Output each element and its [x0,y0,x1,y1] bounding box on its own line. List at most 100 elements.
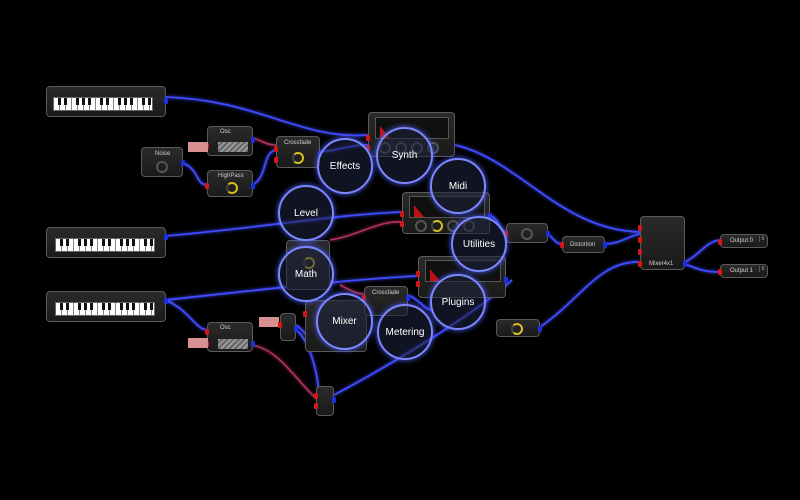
keyboard-node-3[interactable] [46,291,168,322]
input-port[interactable] [362,295,366,301]
effects-category-bubble[interactable]: Effects [317,138,373,194]
keyboard-icon[interactable] [53,97,153,111]
knob-icon[interactable] [226,182,238,194]
input-port[interactable] [278,322,282,328]
output-port[interactable] [683,261,687,267]
input-port[interactable] [638,249,642,255]
input-port[interactable] [314,403,318,409]
output-port[interactable] [164,298,168,304]
highpass-node[interactable]: HighPass [205,170,255,197]
wire-alt [329,221,403,241]
input-port[interactable] [400,221,404,227]
wire-alt [251,344,319,401]
knob-icon[interactable] [156,161,168,173]
keyboard-node-2[interactable] [46,227,168,258]
output-port[interactable] [332,397,336,403]
output-0-node[interactable]: Output 0 ⇕ [718,234,768,248]
volume-node[interactable] [496,319,542,337]
bubble-label: Level [294,207,318,219]
utilities-category-bubble[interactable]: Utilities [451,216,507,272]
output-port[interactable] [251,183,255,189]
input-port[interactable] [274,157,278,163]
input-port[interactable] [366,145,370,151]
wire [684,263,721,273]
input-port[interactable] [416,281,420,287]
math-category-bubble[interactable]: Math [278,246,334,302]
synth-category-bubble[interactable]: Synth [376,127,433,184]
input-port[interactable] [718,239,722,245]
knob-icon[interactable] [415,220,427,232]
frequency-slider[interactable] [259,317,279,327]
waveform-icon[interactable] [218,339,248,349]
crossfade-node-top[interactable]: Crossfade [274,136,322,168]
wire [604,233,641,245]
output-port[interactable] [538,326,542,332]
node-title: Distortion [570,242,596,248]
output-port[interactable] [181,160,185,166]
bubble-label: Plugins [441,296,475,308]
mixer-4x1-node[interactable]: Mixer4x1 [638,216,687,270]
multiply-node[interactable] [278,313,298,341]
output-port[interactable] [546,231,550,237]
distortion-node[interactable]: Distortion [560,236,607,253]
output-port[interactable] [488,213,492,219]
noise-node[interactable]: Noise [141,147,185,177]
wire [164,96,369,137]
wire [251,149,277,186]
input-port[interactable] [274,146,278,152]
node-title: HighPass [218,173,244,179]
knob-icon[interactable] [511,323,523,335]
input-port[interactable] [314,393,318,399]
input-port[interactable] [638,225,642,231]
input-port[interactable] [638,237,642,243]
level-category-bubble[interactable]: Level [278,185,334,241]
wire-alt [339,284,365,295]
wire [182,162,209,186]
gain-node[interactable] [504,223,550,243]
output-port[interactable] [504,277,508,283]
keyboard-icon[interactable] [55,302,155,316]
frequency-slider[interactable] [188,338,208,348]
metering-category-bubble[interactable]: Metering [377,304,433,360]
midi-category-bubble[interactable]: Midi [430,158,486,214]
output-port[interactable] [251,137,255,143]
bubble-label: Math [294,268,318,280]
osc-node-bottom[interactable]: Osc [205,322,255,352]
knob-icon[interactable] [431,220,443,232]
input-port[interactable] [205,329,209,335]
output-port[interactable] [164,98,168,104]
plugins-category-bubble[interactable]: Plugins [430,274,486,330]
input-port[interactable] [560,242,564,248]
add-node[interactable] [314,386,336,416]
input-port[interactable] [638,261,642,267]
input-port[interactable] [400,211,404,217]
output-port[interactable] [164,234,168,240]
mixer-category-bubble[interactable]: Mixer [316,293,373,350]
output-port[interactable] [603,242,607,248]
knob-icon[interactable] [521,228,533,240]
spin-arrows-icon[interactable]: ⇕ [758,266,765,272]
input-port[interactable] [504,231,508,237]
input-port[interactable] [718,269,722,275]
input-port[interactable] [205,183,209,189]
input-port[interactable] [416,271,420,277]
spin-arrows-icon[interactable]: ⇕ [758,236,765,242]
keyboard-node-1[interactable] [46,86,168,117]
waveform-icon[interactable] [218,142,248,152]
knob-icon[interactable] [292,152,304,164]
node-title: Output 0 [730,238,754,244]
wire [164,299,209,331]
output-1-node[interactable]: Output 1 ⇕ [718,264,768,278]
output-port[interactable] [294,326,298,332]
input-port[interactable] [366,135,370,141]
node-title: Mixer4x1 [649,261,674,267]
frequency-slider[interactable] [188,142,208,152]
keyboard-icon[interactable] [55,238,155,252]
output-port[interactable] [251,341,255,347]
output-port[interactable] [406,295,410,301]
input-port[interactable] [303,311,307,317]
osc-node-top[interactable]: Osc [205,126,255,156]
node-title: Crossfade [284,140,312,146]
wire-alt [251,137,277,146]
